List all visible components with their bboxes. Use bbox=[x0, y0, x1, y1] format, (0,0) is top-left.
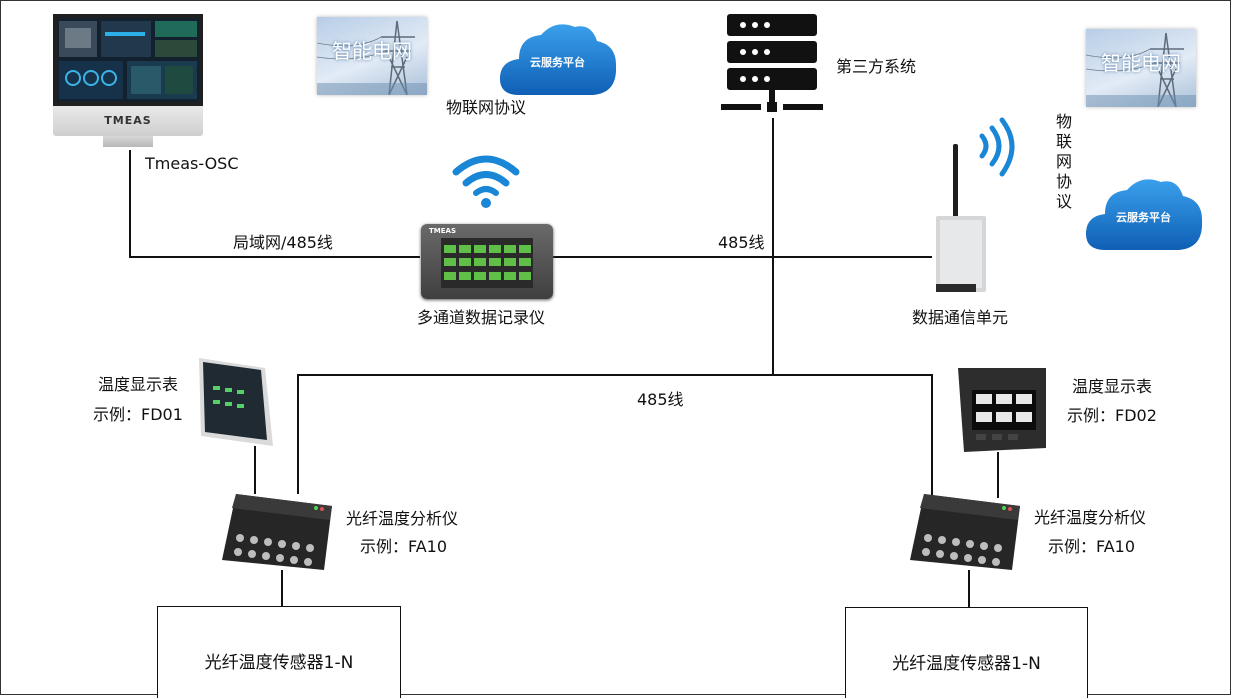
iot-protocol-label-2: 物联网协议 bbox=[1056, 112, 1073, 211]
sensor-box-right: 光纤温度传感器1-N bbox=[845, 607, 1088, 698]
wifi-icon bbox=[452, 155, 520, 208]
power-tower-icon bbox=[1086, 32, 1196, 107]
wire-osc-down bbox=[129, 150, 131, 258]
wire-fa10-sensor-right bbox=[968, 570, 970, 608]
sensor-right-label: 光纤温度传感器1-N bbox=[892, 654, 1041, 674]
temp-display-right-label: 温度显示表 bbox=[1072, 377, 1153, 396]
third-party-label: 第三方系统 bbox=[836, 57, 917, 76]
server-icon bbox=[721, 14, 823, 112]
wire-lan-left bbox=[129, 256, 420, 258]
analyzer-fa10-right-device bbox=[910, 494, 1020, 570]
monitor-stand bbox=[103, 136, 153, 147]
tmeas-osc-monitor: TMEAS bbox=[53, 14, 203, 147]
communication-unit-device bbox=[936, 117, 1015, 292]
wire-485-bus bbox=[297, 374, 933, 376]
logger-brand: TMEAS bbox=[429, 227, 456, 235]
wire-server-down bbox=[772, 118, 774, 376]
analyzer-fa10-left-device bbox=[222, 494, 332, 570]
wire-fd02-fa10 bbox=[997, 452, 999, 498]
wire-485-right bbox=[552, 256, 932, 258]
wire-bus-left-drop bbox=[297, 374, 299, 494]
temp-display-fd01-device bbox=[199, 358, 273, 446]
tmeas-osc-label: Tmeas-OSC bbox=[145, 154, 239, 173]
analyzer-right-label: 光纤温度分析仪 bbox=[1034, 508, 1147, 527]
dashboard-screenshot bbox=[57, 18, 199, 102]
example-fd02-label: 示例：FD02 bbox=[1067, 406, 1157, 425]
analyzer-left-label: 光纤温度分析仪 bbox=[346, 509, 459, 528]
power-tower-icon bbox=[317, 20, 427, 95]
temp-display-fd02-device bbox=[958, 368, 1046, 452]
iot-protocol-label-1: 物联网协议 bbox=[446, 98, 527, 117]
monitor-chin: TMEAS bbox=[53, 106, 203, 136]
wire-fd01-fa10 bbox=[254, 446, 256, 494]
smart-grid-text-2: 智能电网 bbox=[1101, 51, 1181, 75]
wire-fa10-sensor-left bbox=[281, 570, 283, 607]
cloud-icon bbox=[1085, 179, 1203, 250]
wire-bus-right-drop bbox=[931, 374, 933, 500]
smart-grid-text-1: 智能电网 bbox=[332, 39, 412, 63]
example-fd01-label: 示例：FD01 bbox=[93, 405, 183, 424]
example-fa10-right-label: 示例：FA10 bbox=[1048, 537, 1136, 556]
sensor-box-left: 光纤温度传感器1-N bbox=[157, 606, 401, 698]
monitor-screen bbox=[53, 14, 203, 106]
line-485-label-upper: 485线 bbox=[718, 233, 765, 252]
line-485-label-lower: 485线 bbox=[637, 390, 684, 409]
data-logger-device: TMEAS bbox=[421, 224, 553, 299]
example-fa10-left-label: 示例：FA10 bbox=[360, 537, 448, 556]
cloud-icon bbox=[499, 24, 617, 96]
logger-channel-grid bbox=[441, 238, 533, 288]
cloud-label-1: 云服务平台 bbox=[530, 56, 585, 69]
sensor-left-label: 光纤温度传感器1-N bbox=[204, 653, 354, 673]
monitor-brand: TMEAS bbox=[104, 114, 152, 127]
logger-label: 多通道数据记录仪 bbox=[417, 308, 546, 327]
lan-485-label: 局域网/485线 bbox=[233, 233, 333, 252]
cloud-label-2: 云服务平台 bbox=[1116, 211, 1171, 224]
smart-grid-banner-2: 智能电网 bbox=[1086, 29, 1196, 107]
temp-display-left-label: 温度显示表 bbox=[98, 375, 179, 394]
comm-unit-label: 数据通信单元 bbox=[912, 308, 1009, 327]
smart-grid-banner-1: 智能电网 bbox=[317, 17, 427, 95]
